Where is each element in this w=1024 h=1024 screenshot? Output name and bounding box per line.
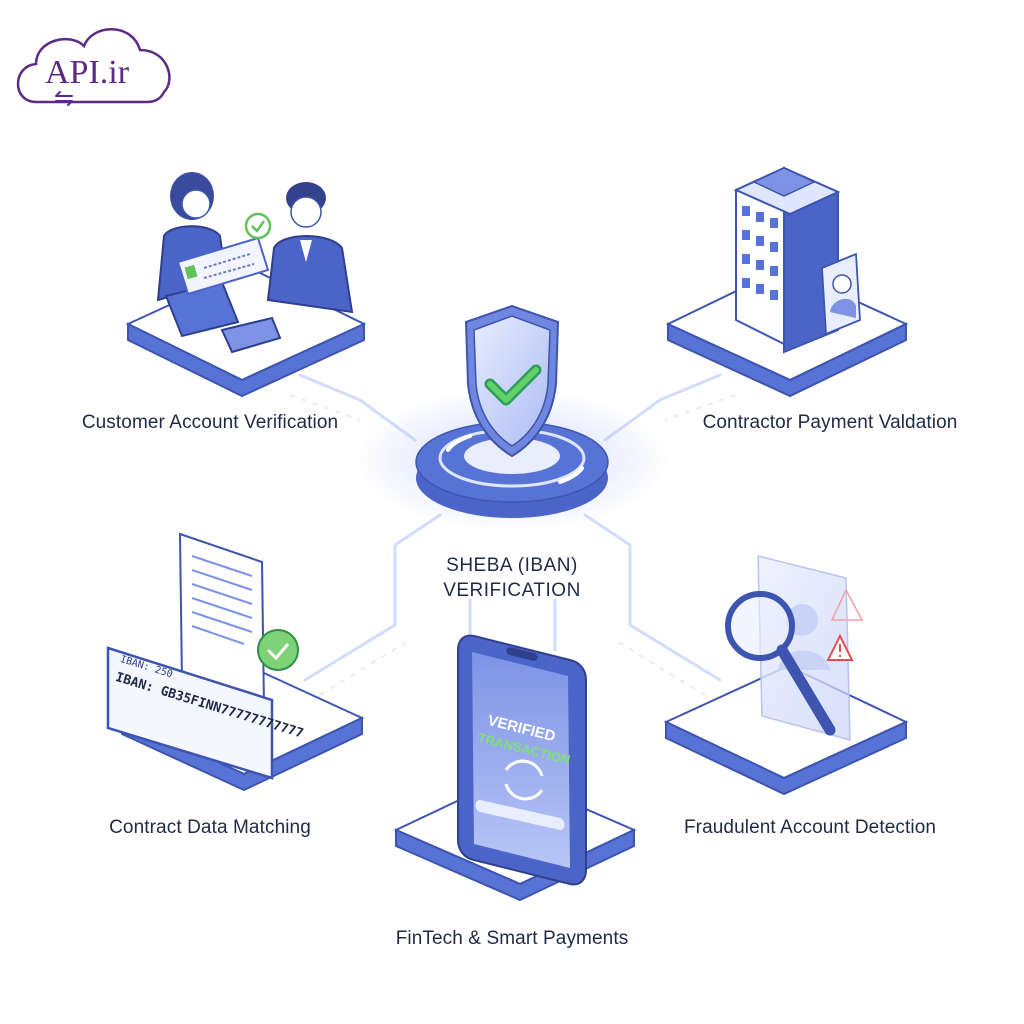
cloud-exchange-icon (16, 28, 171, 104)
shield-check-icon (464, 304, 560, 458)
logo-text[interactable]: API.ir (45, 54, 130, 91)
connector-contract (303, 513, 442, 682)
magnifier-alert-icon (725, 555, 864, 741)
node-contract (106, 532, 365, 792)
node-fraud (663, 555, 909, 796)
node-customer (125, 172, 367, 398)
smartphone-transaction-icon (457, 634, 587, 886)
office-building-worker-icon (733, 166, 861, 354)
document-iban-card-icon (106, 532, 299, 780)
node-fintech (393, 634, 637, 902)
label-fraud: Fraudulent Account Detection (683, 817, 937, 838)
center-hub (352, 304, 672, 532)
center-title: SHEBA (IBAN) VERIFICATION (443, 553, 581, 603)
center-title-line2: VERIFICATION (443, 580, 581, 601)
connector-fraud (583, 513, 722, 682)
label-contract: Contract Data Matching (109, 817, 311, 838)
business-people-laptop-icon (156, 172, 354, 354)
api-logo[interactable] (16, 28, 171, 106)
node-contractor (665, 166, 909, 398)
label-contractor: Contractor Payment Valdation (702, 412, 958, 433)
label-fintech: FinTech & Smart Payments (395, 928, 629, 949)
label-customer: Customer Account Verification (81, 412, 339, 433)
center-title-line1: SHEBA (IBAN) (446, 555, 578, 576)
